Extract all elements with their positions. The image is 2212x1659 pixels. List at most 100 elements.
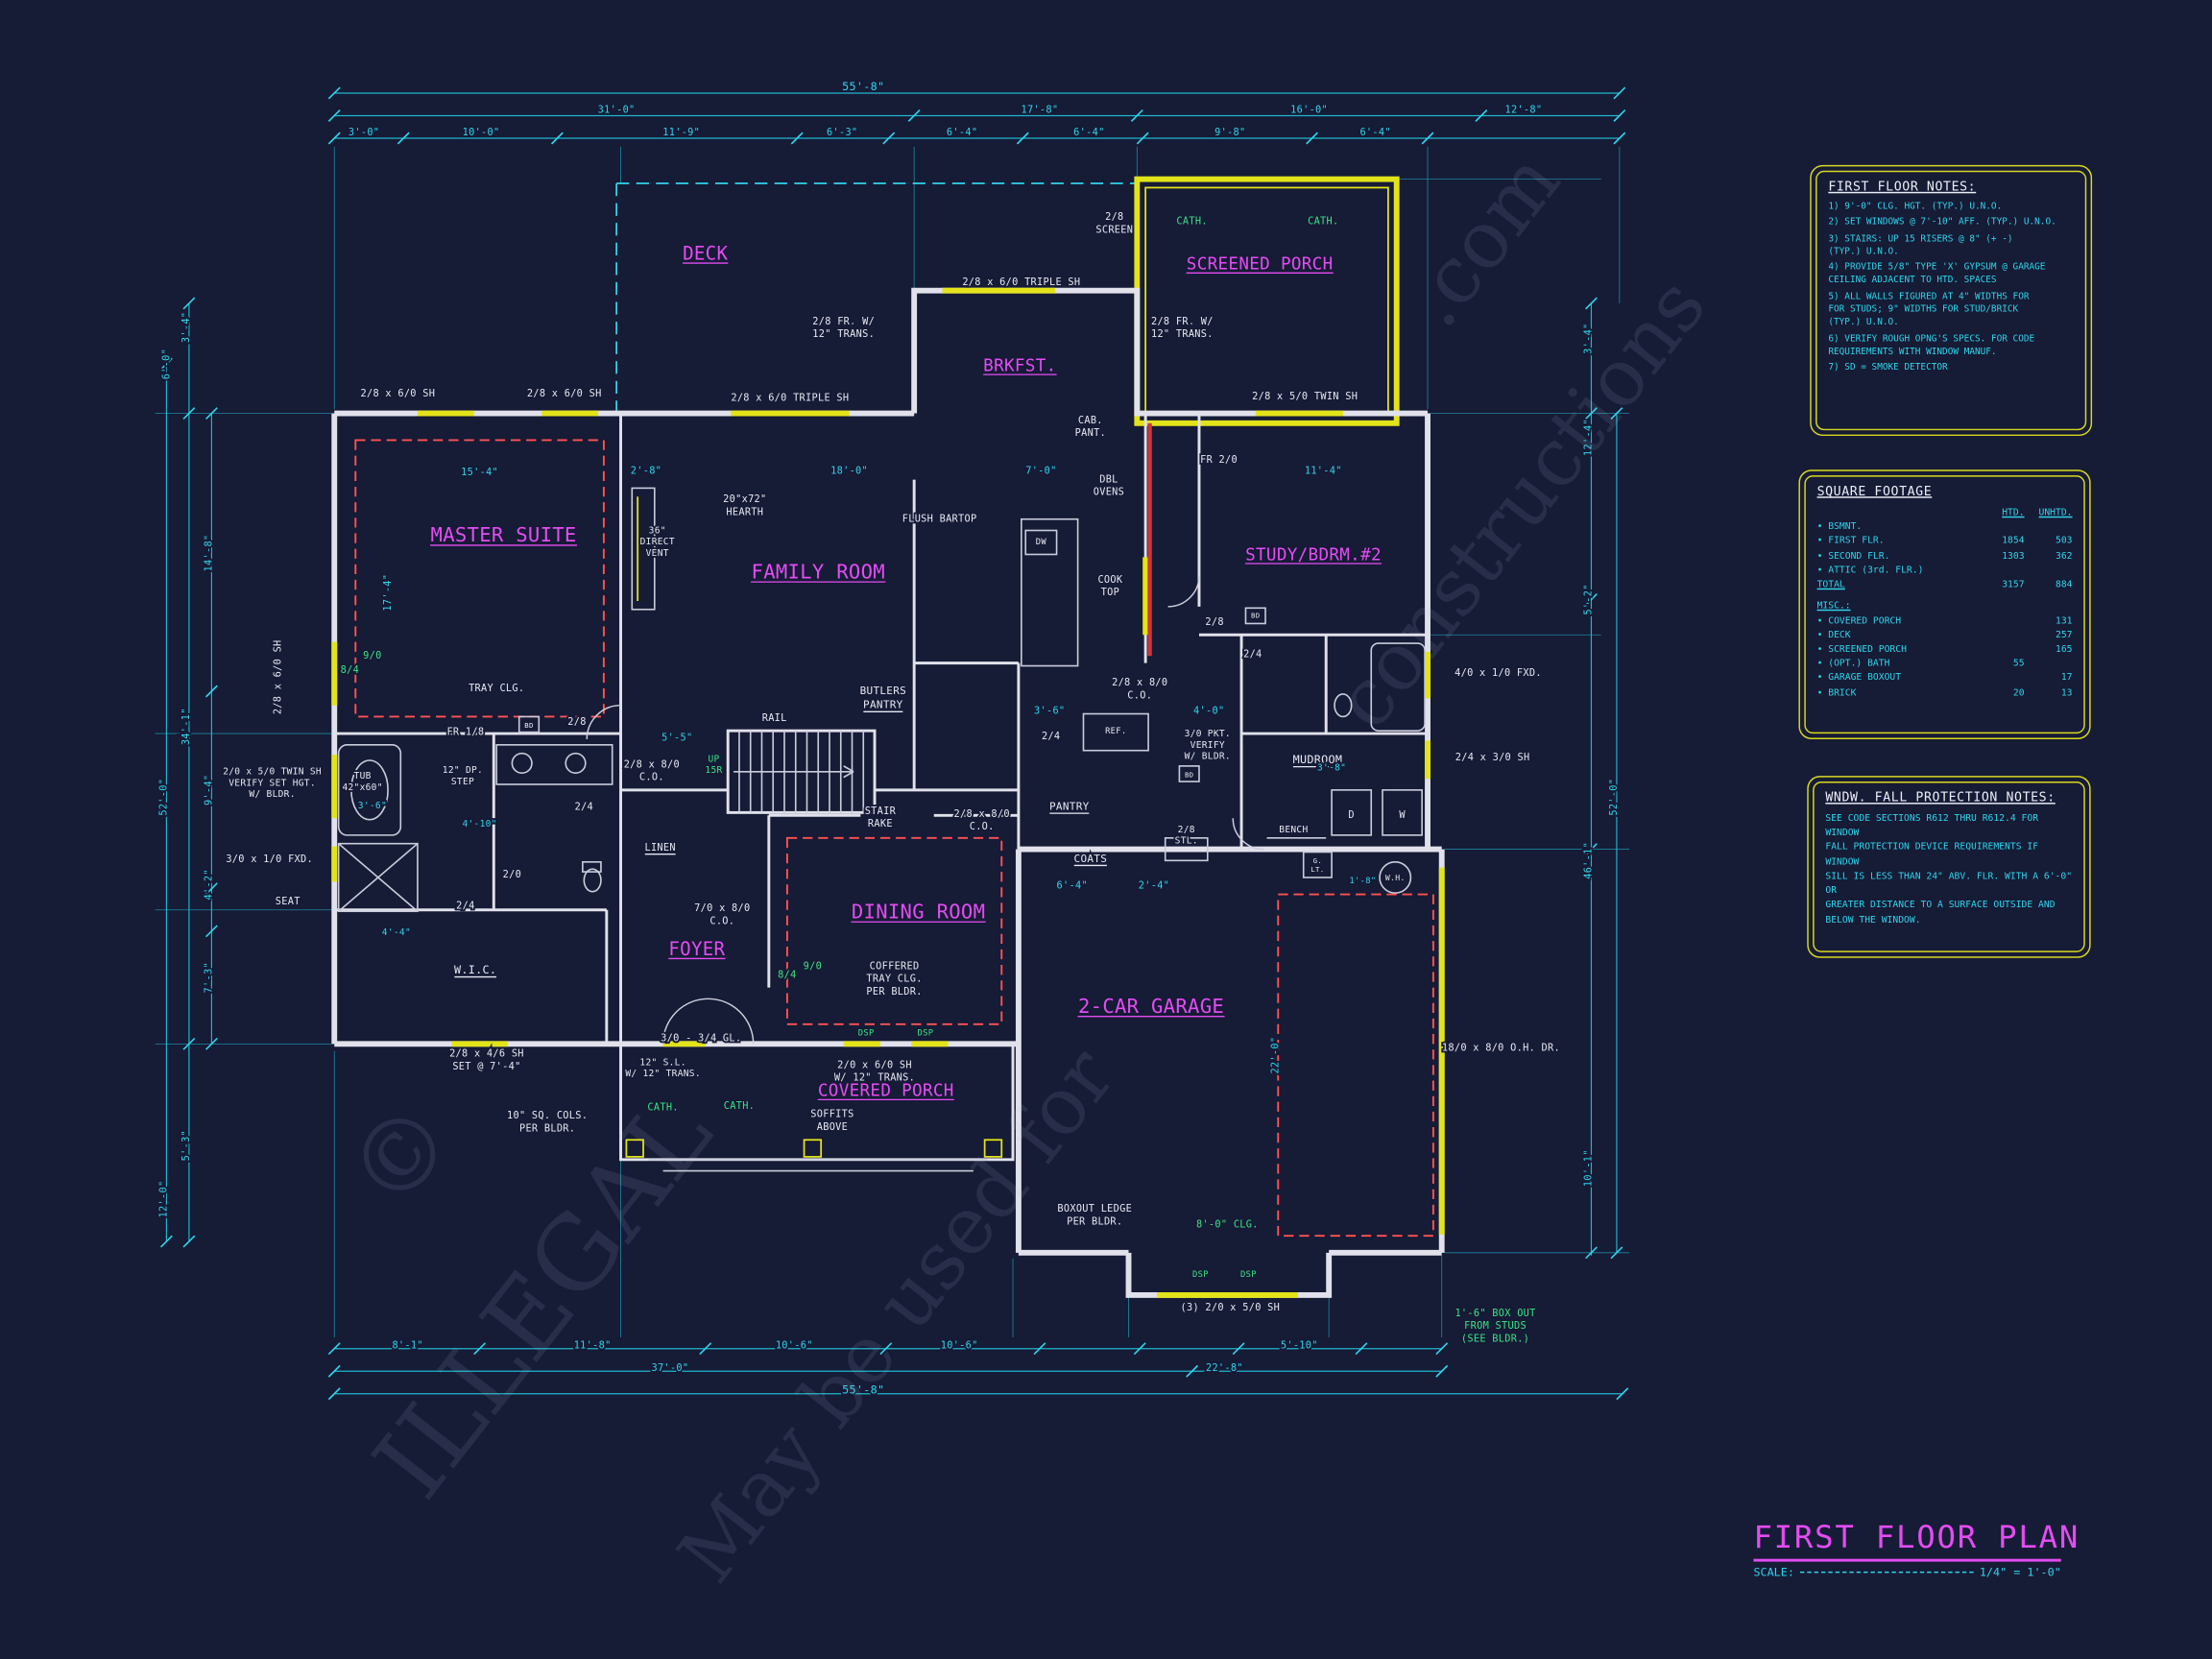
sqft-header-row: HTD. UNHTD. — [1817, 505, 2072, 519]
sqft-cell — [2025, 657, 2073, 671]
spec-label: SET @ 7'-4" — [452, 1061, 520, 1072]
spec-label: 4/0 x 1/0 FXD. — [1455, 667, 1542, 679]
spec-label: RAIL — [762, 712, 787, 724]
spec-label: 2/0 — [503, 869, 521, 880]
notes-panel-title: FIRST FLOOR NOTES: — [1828, 180, 1977, 195]
spec-label: C.O. — [970, 821, 995, 832]
spec-label: 2/4 x 3/0 SH — [1455, 752, 1530, 763]
spec-label: SEAT — [276, 896, 301, 907]
dim-label: 1'-8" — [1349, 877, 1376, 886]
spec-label: 2/8 — [567, 716, 586, 728]
spec-label: STEP — [451, 777, 474, 787]
fall-protection-panel: WNDW. FALL PROTECTION NOTES: SEE CODE SE… — [1807, 776, 2091, 958]
dim-label: 12'-0" — [157, 1181, 169, 1218]
note-label: 1'-6" BOX OUT — [1455, 1308, 1535, 1319]
sqft-cell — [1977, 642, 2025, 657]
spec-label: DW — [1036, 538, 1047, 547]
dim-label: 3'-8" — [1317, 762, 1346, 773]
dim-label: 7'-0" — [1025, 466, 1056, 477]
spec-label: 2/4 — [456, 900, 474, 911]
note-label: 9/0 — [804, 960, 822, 972]
sqft-cell — [1977, 628, 2025, 642]
dim-label: 11'-8" — [574, 1340, 612, 1352]
area-label: LINEN — [644, 842, 675, 854]
sqft-cell: • COVERED PORCH — [1816, 613, 1902, 626]
spec-label: 2/8 x 8/0 — [1112, 677, 1167, 688]
spec-label: BD — [1251, 612, 1260, 620]
covered-porch-outline — [619, 1044, 1015, 1172]
spec-label: 2/8 x 6/0 TRIPLE SH — [731, 392, 849, 403]
spec-label: PANT. — [1075, 427, 1106, 439]
sqft-cell: 17 — [2060, 672, 2073, 684]
note-label: CATH. — [647, 1101, 678, 1113]
spec-label: 2/8 x 6/0 TRIPLE SH — [962, 276, 1080, 288]
area-label: BUTLERS — [860, 685, 906, 697]
spec-label: STAIR — [865, 805, 897, 817]
spec-label: CAB. — [1078, 415, 1103, 426]
sqft-cell: • GARAGE BOXOUT — [1816, 672, 1902, 684]
dim-label: 37'-0" — [652, 1362, 689, 1374]
dim-label: 14'-8" — [203, 535, 214, 572]
plan-scale: SCALE: 1/4" = 1'-0" — [1753, 1566, 2060, 1578]
spec-label: BENCH — [1279, 825, 1308, 835]
spec-label: FR 1/8 — [446, 727, 484, 738]
dim-label: 12'-8" — [1505, 105, 1543, 116]
room-label: DINING ROOM — [852, 901, 985, 924]
spec-label: 2/8 — [1205, 616, 1223, 628]
sqft-cell: 1303 — [2002, 549, 2025, 562]
dim-label: 17'-8" — [1022, 105, 1059, 116]
sqft-col-htd: HTD. — [2002, 506, 2025, 518]
spec-label: PER BLDR. — [519, 1122, 575, 1134]
dim-label: 4'-0" — [1193, 706, 1224, 717]
spec-label: COOK — [1097, 574, 1122, 586]
spec-label: SOFFITS — [810, 1109, 854, 1120]
sqft-cell: 257 — [2056, 628, 2073, 640]
spec-label: 2/8 FR. W/ — [1151, 316, 1214, 327]
fixtures — [337, 487, 1426, 1045]
sqft-cell: • FIRST FLR. — [1816, 535, 1885, 547]
spec-label: TOP — [1101, 587, 1119, 598]
dim-label: 55'-8" — [842, 1383, 884, 1397]
dim-label: 55'-8" — [842, 80, 884, 93]
sqft-cell: 20 — [2012, 686, 2025, 698]
spec-label: TUB — [354, 771, 372, 781]
spec-label: VERIFY SET HGT. — [228, 778, 316, 788]
sqft-cell — [1977, 563, 2025, 577]
sqft-cell: • (OPT.) BATH — [1816, 658, 1890, 669]
dim-label: 11'-9" — [662, 127, 700, 138]
dim-label: 5'-2" — [1582, 584, 1594, 614]
room-label: COVERED PORCH — [818, 1082, 954, 1101]
deck-outline — [615, 182, 1138, 414]
spec-label: LT. — [1310, 865, 1324, 874]
dim-label: 10'-6" — [941, 1340, 978, 1352]
fall-panel-title: WNDW. FALL PROTECTION NOTES: — [1825, 791, 2056, 806]
dim-label: 15'-4" — [461, 467, 498, 478]
spec-label: 42"x60" — [342, 782, 382, 793]
note-label: CATH. — [1176, 216, 1207, 228]
dim-label: 5'-3" — [180, 1130, 192, 1161]
floor-note: 2) SET WINDOWS @ 7'-10" AFF. (TYP.) U.N.… — [1828, 216, 2056, 228]
note-label: DSP — [858, 1029, 875, 1039]
floor-note: 3) STAIRS: UP 15 RISERS @ 8" (+ -) (TYP.… — [1828, 231, 2013, 257]
spec-label: TRAY CLG. — [866, 974, 922, 985]
dim-label: 4'-10" — [462, 819, 496, 830]
note-label: 15R — [705, 765, 722, 776]
spec-label: BOXOUT LEDGE — [1057, 1203, 1132, 1214]
spec-label: ABOVE — [817, 1121, 848, 1133]
sqft-row: • BSMNT. — [1817, 519, 2073, 534]
sqft-cell: • BSMNT. — [1816, 520, 1863, 533]
spec-label: BD — [524, 721, 533, 730]
spec-label: 3/0 PKT. — [1185, 729, 1231, 739]
sqft-total-row: TOTAL 3157 884 — [1816, 578, 2073, 590]
spec-label: PER BLDR. — [1067, 1215, 1122, 1227]
sqft-cell: 131 — [2056, 613, 2073, 626]
spec-label: PER BLDR. — [866, 986, 922, 998]
room-label: SCREENED PORCH — [1187, 255, 1334, 275]
spec-label: 2/4 — [1042, 731, 1060, 742]
